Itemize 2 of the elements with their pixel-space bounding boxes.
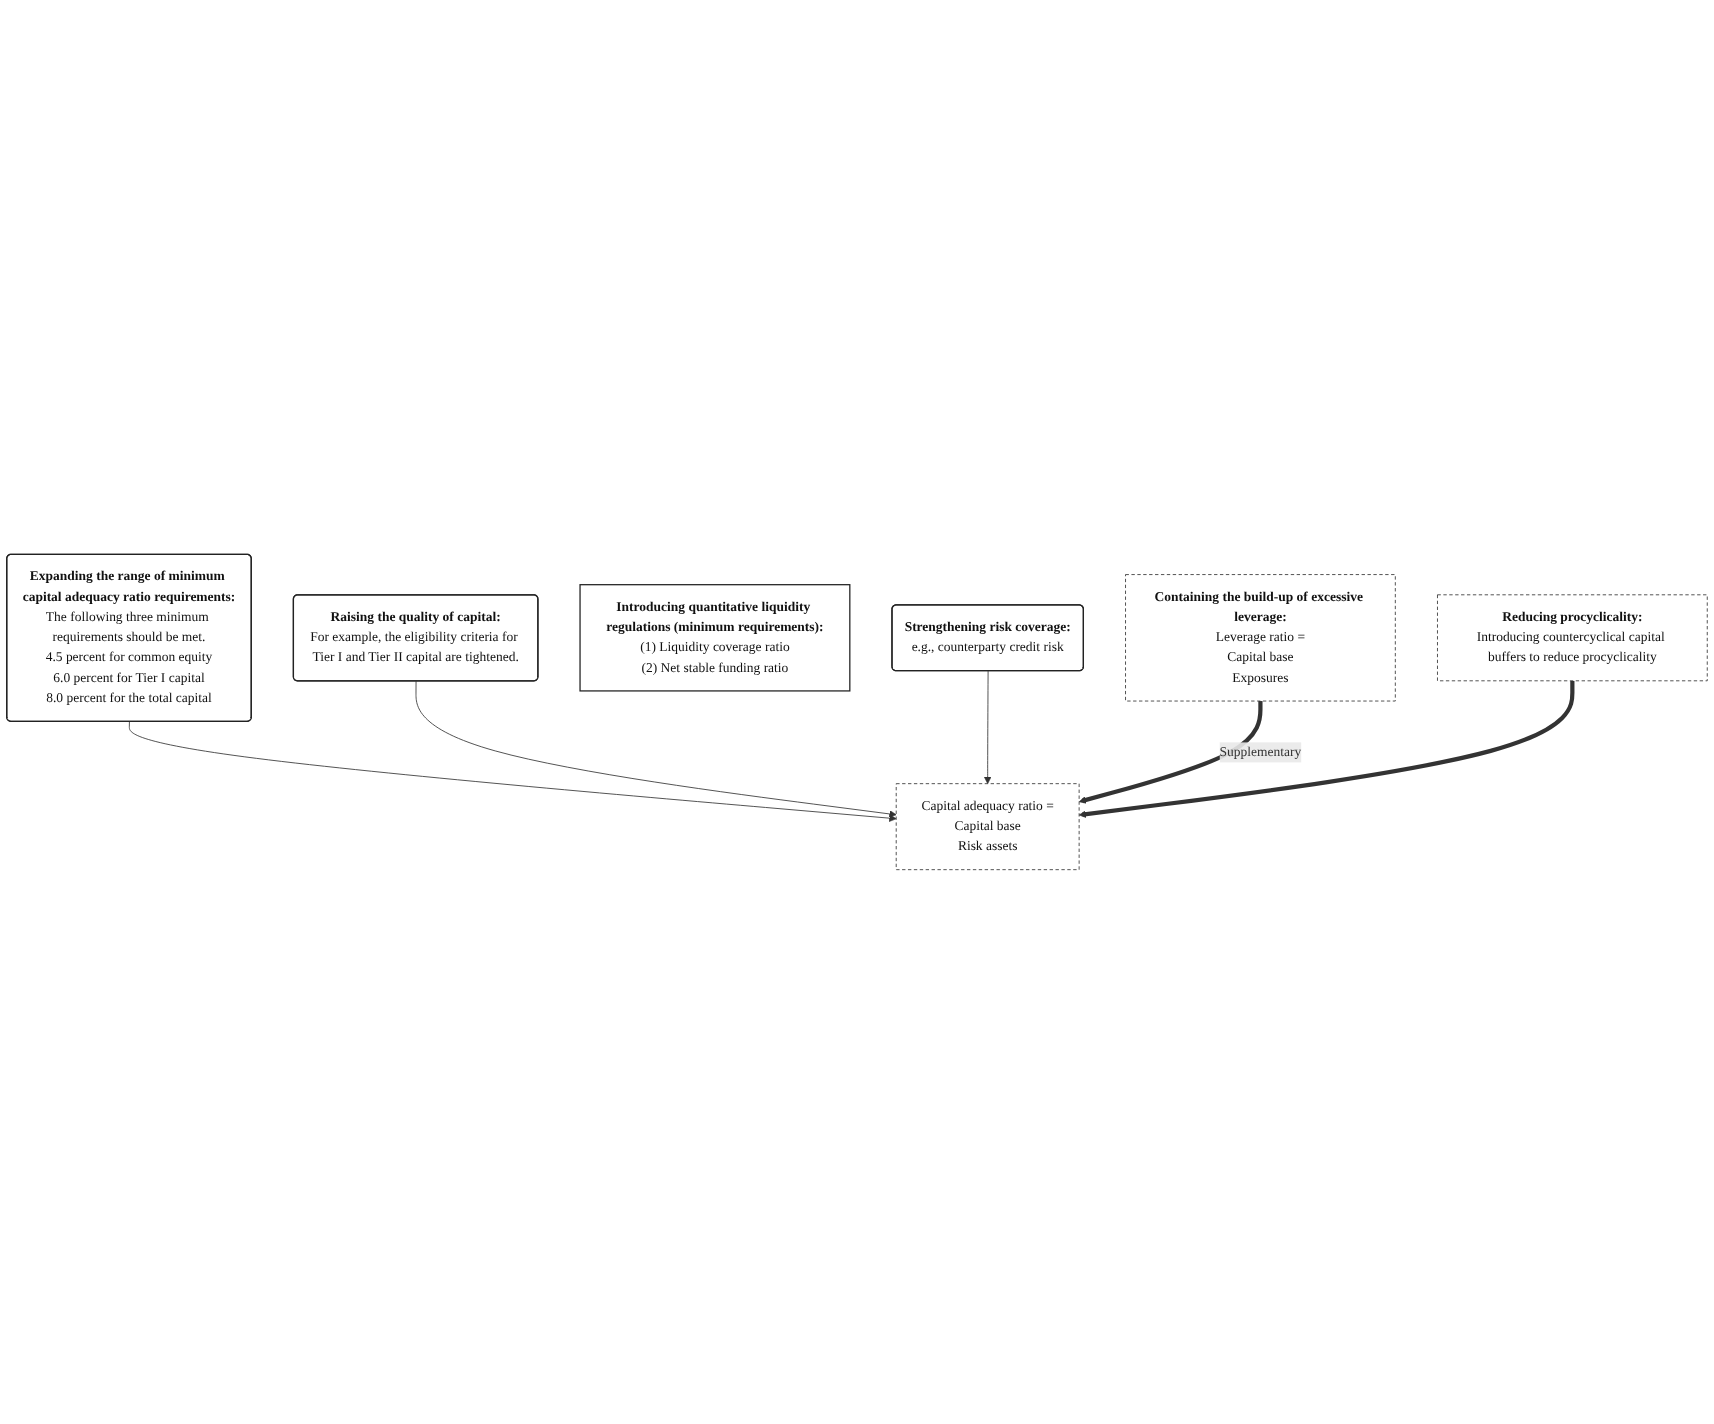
arrow: [1078, 680, 1575, 818]
arrow: [1078, 701, 1263, 804]
